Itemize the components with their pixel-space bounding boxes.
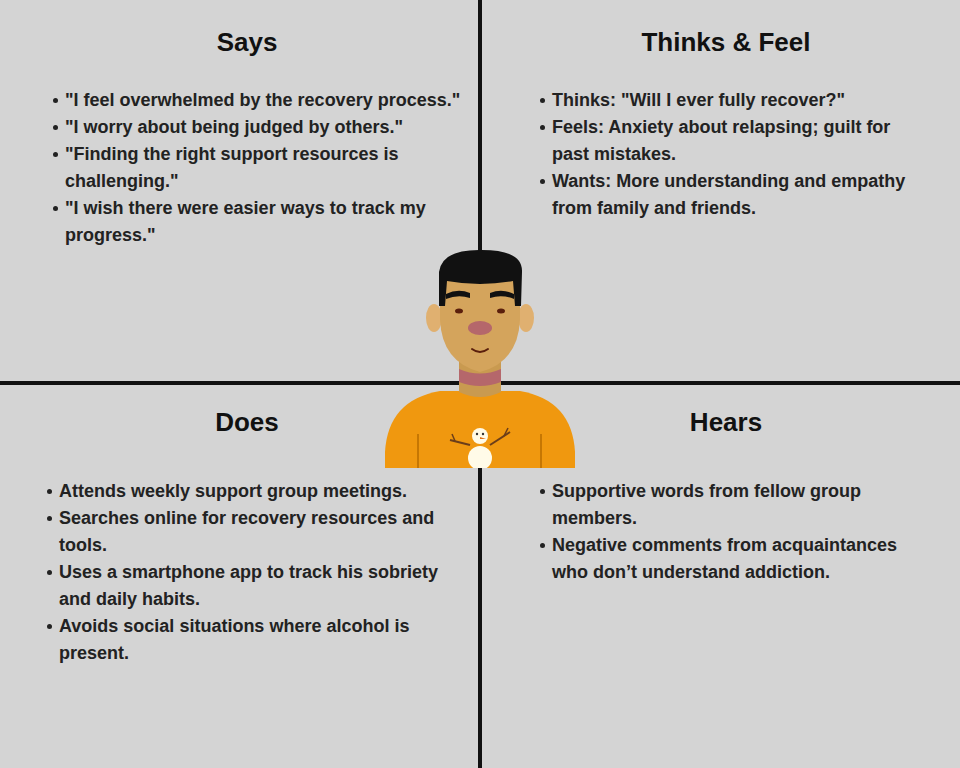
bullet-text: Feels: Anxiety about relapsing; guilt fo… (552, 114, 928, 168)
quadrant-heading: Does (215, 407, 279, 437)
bullet-item: "I wish there were easier ways to track … (65, 195, 470, 249)
bullet-text: Attends weekly support group meetings. (59, 478, 454, 505)
snowman-arm (452, 434, 455, 441)
bullet-item: Searches online for recovery resources a… (59, 505, 454, 559)
bullet-text: "Finding the right support resources is … (65, 141, 470, 195)
shirt-crease (540, 434, 542, 468)
bullet-item: Thinks: "Will I ever fully recover?" (552, 87, 928, 114)
quadrant-heading: Hears (690, 407, 762, 437)
eyebrow (446, 291, 470, 299)
quadrant-heading: Thinks & Feel (641, 27, 810, 57)
bullet-dot (53, 152, 58, 157)
bullet-dot (540, 125, 545, 130)
bullet-text: Thinks: "Will I ever fully recover?" (552, 87, 928, 114)
bullet-dot (47, 516, 52, 521)
bullet-dot (47, 624, 52, 629)
closed-eye (497, 309, 505, 314)
snowman-arm (450, 440, 470, 445)
quadrant-panel: DoesAttends weekly support group meeting… (0, 385, 478, 768)
bullet-item: Negative comments from acquaintances who… (552, 532, 912, 586)
bullet-item: "I worry about being judged by others." (65, 114, 470, 141)
bullet-dot (540, 98, 545, 103)
bullet-dot (53, 98, 58, 103)
shirt-group (385, 391, 575, 468)
bullet-list: Supportive words from fellow group membe… (552, 478, 912, 586)
snowman-nose (480, 437, 486, 439)
ear (518, 304, 534, 332)
bullet-item: Uses a smartphone app to track his sobri… (59, 559, 454, 613)
quadrant-panel: HearsSupportive words from fellow group … (482, 385, 960, 768)
quadrant-heading: Says (217, 27, 278, 57)
bullet-text: Avoids social situations where alcohol i… (59, 613, 431, 667)
snowman-eye (482, 433, 484, 435)
bullet-item: "I feel overwhelmed by the recovery proc… (65, 87, 470, 114)
bullet-dot (540, 179, 545, 184)
bullet-dot (47, 489, 52, 494)
ear (426, 304, 442, 332)
bullet-text: "I worry about being judged by others." (65, 114, 470, 141)
bullet-text: Searches online for recovery resources a… (59, 505, 454, 559)
eyebrow (490, 291, 514, 299)
nose (468, 321, 492, 335)
bullet-list: "I feel overwhelmed by the recovery proc… (65, 87, 470, 249)
bullet-text: "I feel overwhelmed by the recovery proc… (65, 87, 470, 114)
bullet-dot (47, 570, 52, 575)
snowman-eye (476, 433, 478, 435)
bullet-list: Thinks: "Will I ever fully recover?"Feel… (552, 87, 928, 222)
bullet-text: Negative comments from acquaintances who… (552, 532, 912, 586)
bullet-dot (53, 125, 58, 130)
hair (439, 250, 522, 306)
bullet-item: Avoids social situations where alcohol i… (59, 613, 431, 667)
bullet-item: Wants: More understanding and empathy fr… (552, 168, 928, 222)
bullet-item: "Finding the right support resources is … (65, 141, 470, 195)
quadrant-panel: Says "I feel overwhelmed by the recovery … (0, 0, 478, 381)
snowman-arm (490, 432, 510, 445)
snowman-body (468, 446, 492, 468)
snowman-head (472, 428, 488, 444)
bullet-item: Supportive words from fellow group membe… (552, 478, 912, 532)
bullet-text: Wants: More understanding and empathy fr… (552, 168, 928, 222)
snowman-arm (504, 428, 508, 436)
bullet-item: Attends weekly support group meetings. (59, 478, 454, 505)
bullet-dot (53, 206, 58, 211)
bullet-dot (540, 543, 545, 548)
bullet-dot (540, 489, 545, 494)
bullet-text: "I wish there were easier ways to track … (65, 195, 470, 249)
bullet-text: Supportive words from fellow group membe… (552, 478, 912, 532)
bullet-item: Feels: Anxiety about relapsing; guilt fo… (552, 114, 928, 168)
shirt-crease (417, 434, 419, 468)
closed-eye (455, 309, 463, 314)
mouth (472, 349, 488, 352)
bullet-list: Attends weekly support group meetings.Se… (59, 478, 454, 667)
quadrant-panel: Thinks & FeelThinks: "Will I ever fully … (482, 0, 960, 381)
bullet-text: Uses a smartphone app to track his sobri… (59, 559, 454, 613)
